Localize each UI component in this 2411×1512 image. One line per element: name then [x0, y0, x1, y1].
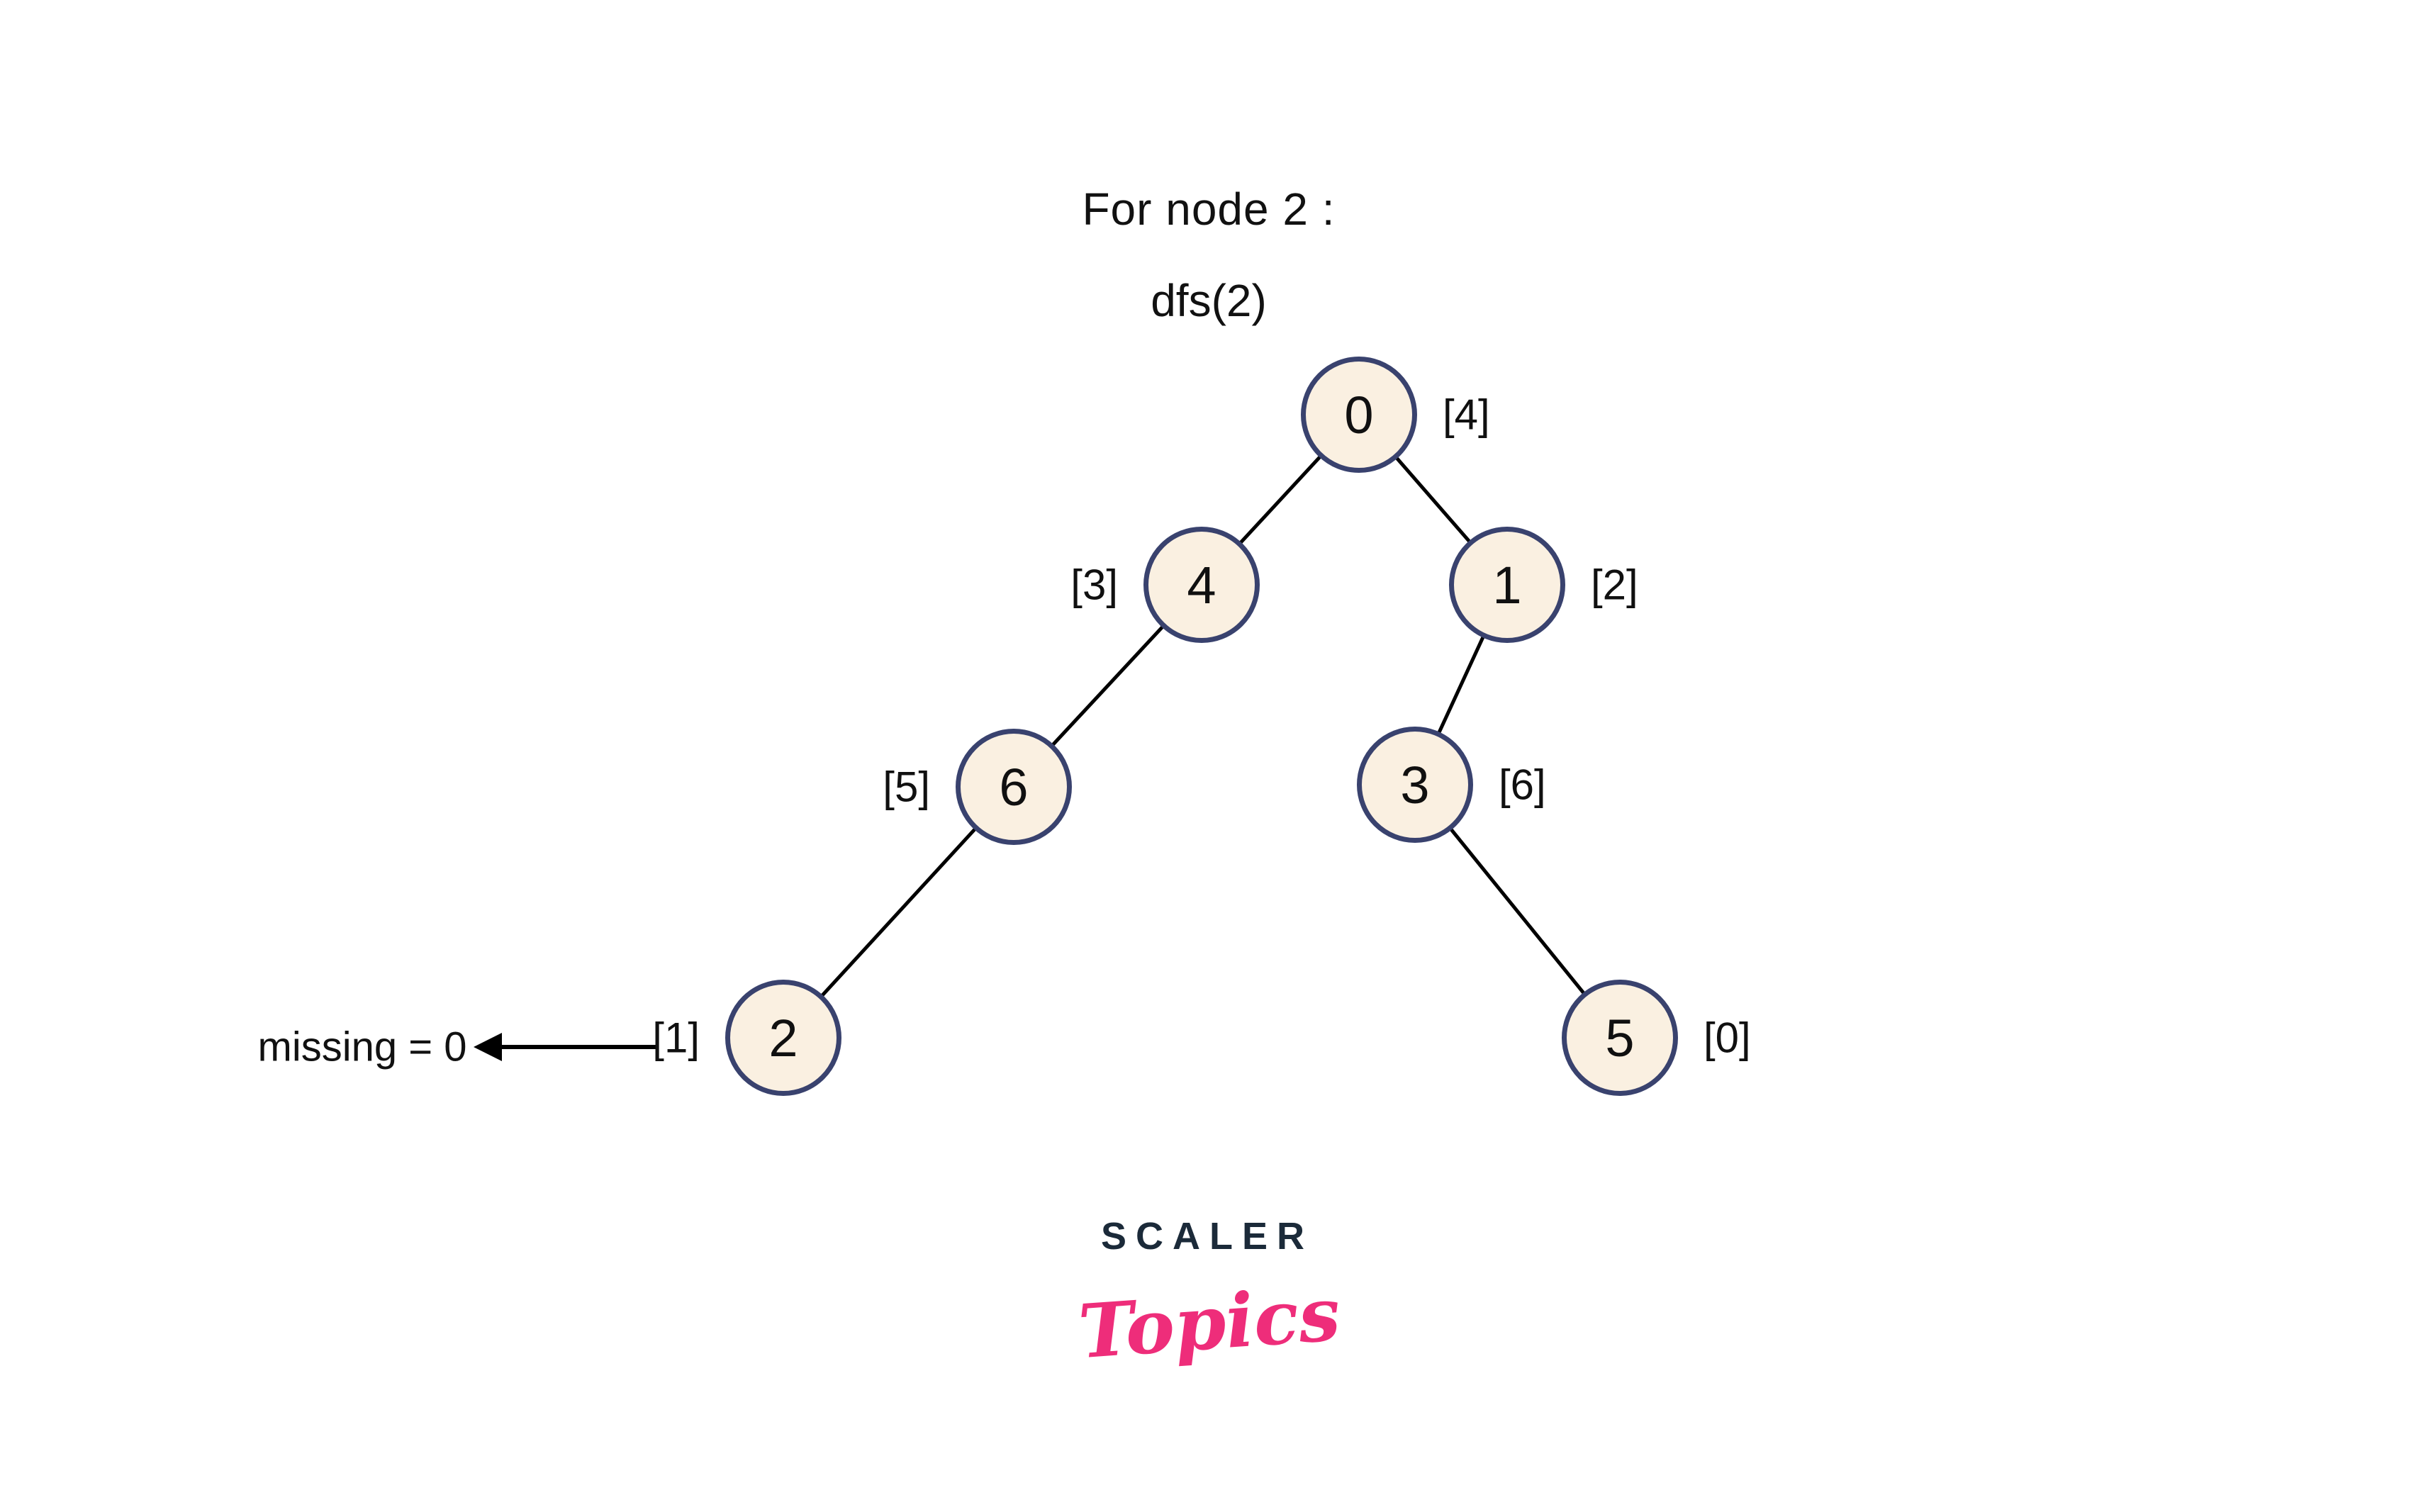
tree-node-6: 6	[956, 729, 1072, 845]
bracket-label-5: [0]	[1704, 1014, 1751, 1062]
bracket-label-0: [4]	[1443, 391, 1490, 439]
missing-annotation: missing = 0	[257, 1024, 467, 1070]
tree-node-value: 2	[768, 1008, 798, 1068]
logo-wordmark: SCALER	[1100, 1215, 1314, 1258]
tree-node-1: 1	[1449, 527, 1565, 643]
tree-node-value: 6	[999, 757, 1029, 817]
tree-node-value: 3	[1400, 755, 1430, 814]
tree-node-value: 5	[1605, 1008, 1635, 1068]
tree-node-value: 0	[1344, 385, 1374, 444]
bracket-label-6: [5]	[883, 763, 930, 811]
bracket-label-1: [2]	[1591, 561, 1638, 609]
tree-node-4: 4	[1143, 527, 1260, 643]
tree-node-5: 5	[1562, 980, 1678, 1096]
tree-node-2: 2	[725, 980, 841, 1096]
tree-node-0: 0	[1301, 357, 1417, 473]
bracket-label-2: [1]	[652, 1014, 700, 1062]
tree-node-value: 1	[1492, 555, 1522, 615]
bracket-label-3: [6]	[1499, 761, 1546, 809]
logo-script: Topics	[1075, 1270, 1343, 1376]
bracket-label-4: [3]	[1070, 561, 1118, 609]
page-title: For node 2 :	[1082, 184, 1336, 235]
tree-node-value: 4	[1187, 555, 1216, 615]
tree-node-3: 3	[1357, 727, 1473, 843]
dfs-call-label: dfs(2)	[1151, 275, 1267, 326]
missing-arrow-head	[474, 1033, 502, 1061]
